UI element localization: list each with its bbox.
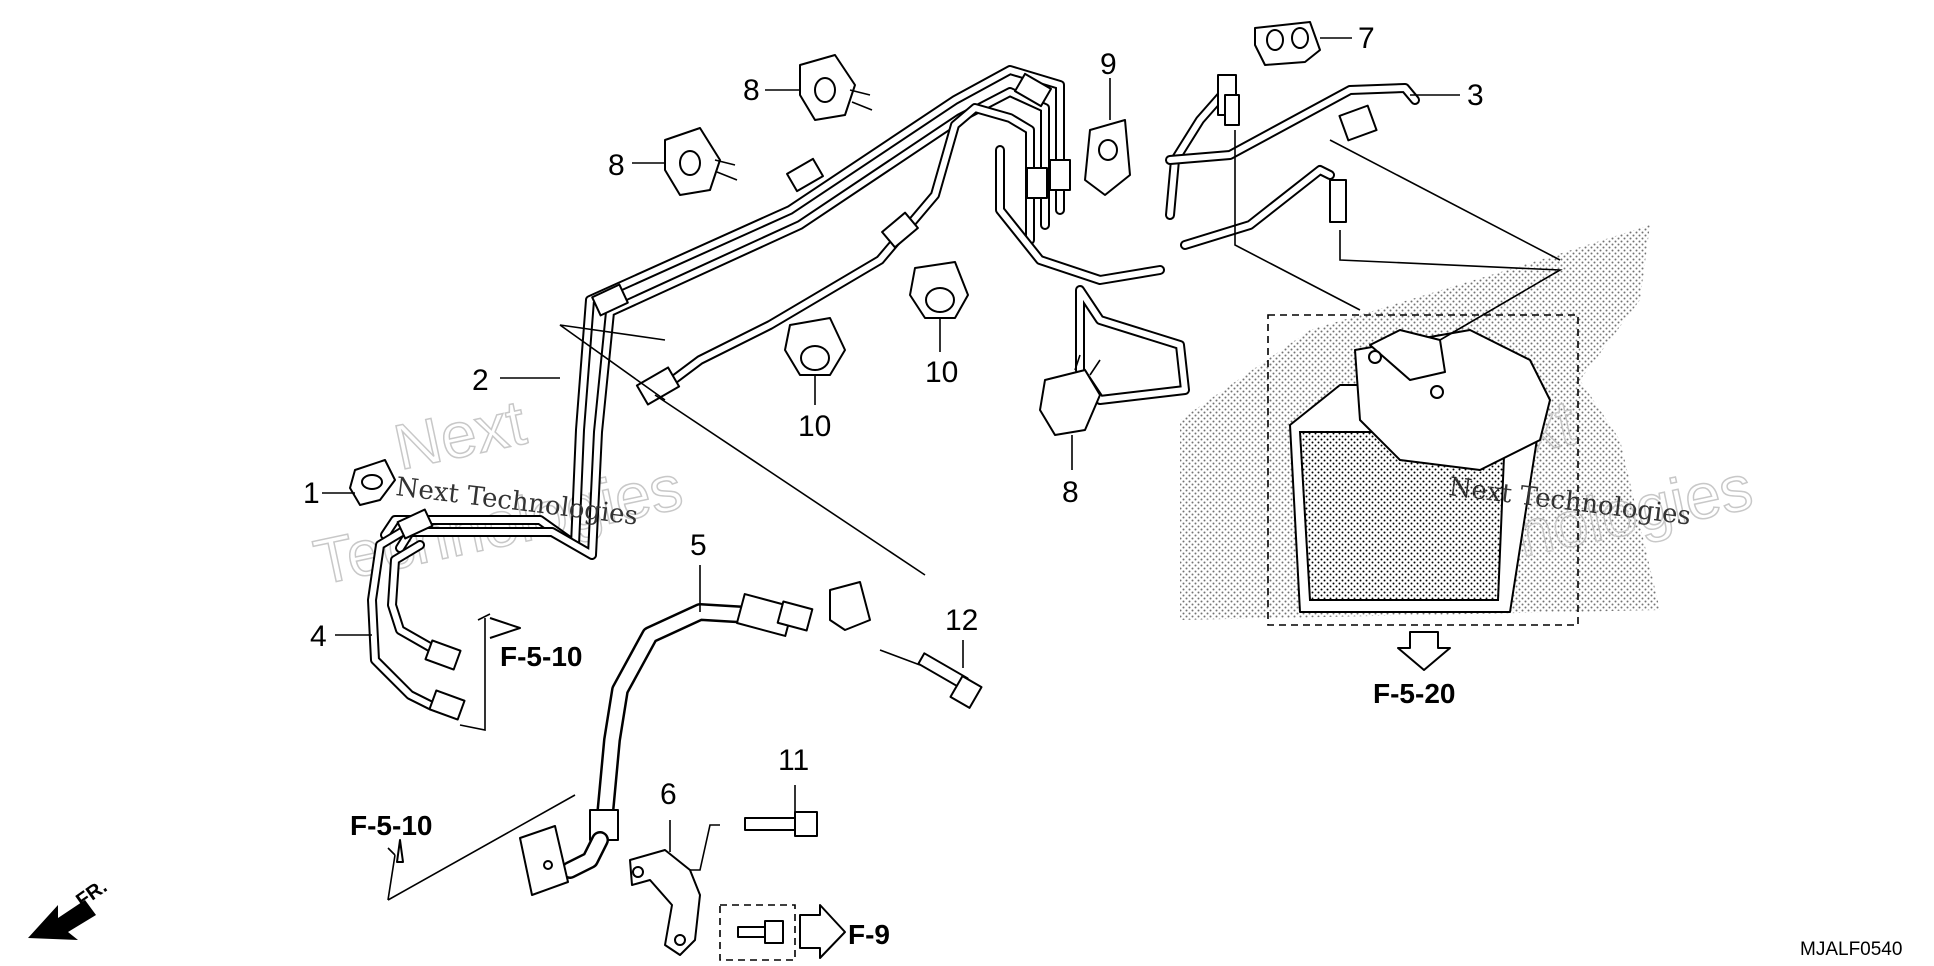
ref-arrows bbox=[396, 617, 1451, 959]
callout-8-left: 8 bbox=[608, 149, 625, 182]
callout-8-bottom: 8 bbox=[1062, 476, 1079, 509]
ref-f-5-10-left: F-5-10 bbox=[350, 810, 432, 841]
clamp-1 bbox=[349, 459, 396, 506]
clamp-8-bottom bbox=[1039, 354, 1101, 436]
callout-10-left: 10 bbox=[798, 410, 831, 443]
callout-10-right: 10 bbox=[925, 356, 958, 389]
clamp-7 bbox=[1254, 21, 1321, 66]
clamp-9 bbox=[1084, 119, 1131, 196]
brake-hose-5 bbox=[519, 324, 926, 896]
brake-pipe-4 bbox=[367, 508, 491, 731]
callout-2: 2 bbox=[472, 364, 489, 397]
brake-pipe-2 bbox=[380, 65, 1190, 560]
callout-7: 7 bbox=[1358, 22, 1375, 55]
callout-6: 6 bbox=[660, 778, 677, 811]
clamp-8-left bbox=[664, 127, 738, 196]
bracket-6 bbox=[629, 849, 701, 956]
callout-12: 12 bbox=[945, 604, 978, 637]
callout-9: 9 bbox=[1100, 48, 1117, 81]
svg-text:Next: Next bbox=[388, 386, 532, 484]
ref-f-9: F-9 bbox=[848, 919, 890, 950]
section-references: F-5-10 F-5-10 F-5-20 F-9 bbox=[350, 641, 1455, 950]
bolt-12 bbox=[879, 649, 983, 709]
brake-pipe-3 bbox=[1165, 74, 1563, 341]
clamp-10-left bbox=[784, 317, 846, 376]
callout-3: 3 bbox=[1467, 79, 1484, 112]
callout-11: 11 bbox=[778, 744, 809, 777]
bolt-11 bbox=[690, 811, 818, 871]
bolt-ref-f9 bbox=[719, 904, 796, 961]
callout-4: 4 bbox=[310, 620, 327, 653]
callout-5: 5 bbox=[690, 529, 707, 562]
ref-f-5-20: F-5-20 bbox=[1373, 678, 1455, 709]
clamp-8-top bbox=[799, 54, 873, 121]
ref-f-5-10-right: F-5-10 bbox=[500, 641, 582, 672]
callout-1: 1 bbox=[303, 477, 320, 510]
abs-modulator-unit bbox=[1267, 314, 1579, 626]
front-direction-arrow bbox=[28, 900, 96, 940]
diagram-code: MJALF0540 bbox=[1800, 939, 1902, 960]
callout-8-top: 8 bbox=[743, 74, 760, 107]
callout-labels: 1 2 3 4 5 6 7 8 8 8 9 10 10 11 12 bbox=[303, 22, 1484, 811]
clamp-10-right bbox=[909, 261, 969, 319]
leader-lines bbox=[322, 37, 1460, 901]
